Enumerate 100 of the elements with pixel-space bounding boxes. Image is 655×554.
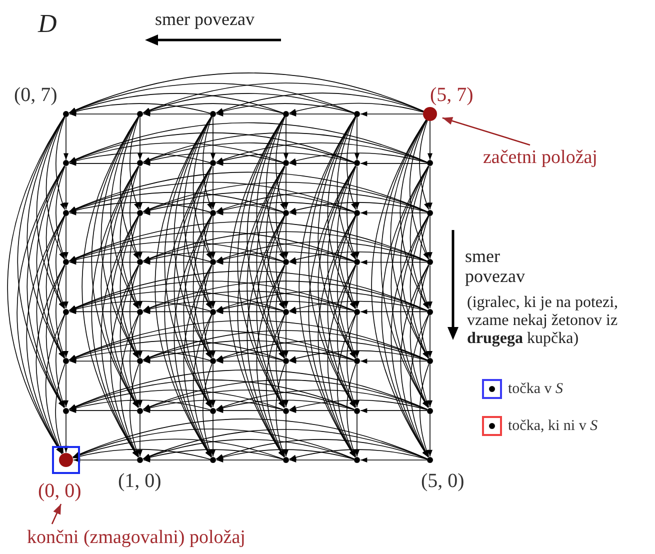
arrow <box>68 172 428 212</box>
arrow <box>210 364 216 408</box>
arrow <box>289 210 354 216</box>
arrow <box>354 264 360 309</box>
arrow <box>100 215 139 458</box>
arrow <box>346 116 356 210</box>
arrow <box>69 160 138 166</box>
arrow <box>266 314 286 458</box>
arrow <box>360 112 424 116</box>
arrow <box>55 364 66 454</box>
arrow <box>266 116 286 260</box>
arrow <box>64 314 68 358</box>
arrow <box>130 166 140 260</box>
arrow <box>56 215 66 309</box>
arrow <box>68 300 210 312</box>
arrow <box>298 116 356 458</box>
arrow <box>216 152 354 164</box>
arrow <box>216 358 284 364</box>
arrow <box>142 428 428 460</box>
arrow <box>154 116 212 458</box>
graph-vertex <box>210 408 216 414</box>
graph-vertex <box>427 457 433 463</box>
arrow <box>216 400 354 410</box>
arrow <box>420 314 430 408</box>
arrow <box>192 264 212 408</box>
arrow <box>288 102 424 114</box>
arrow <box>142 350 284 362</box>
arrow <box>276 264 286 358</box>
arrow <box>68 400 210 410</box>
arrow <box>164 116 212 408</box>
arrow <box>202 264 212 358</box>
coordinate-label: (0, 0) <box>38 479 82 504</box>
coordinate-label: (0, 7) <box>14 83 58 108</box>
graph-vertex <box>283 160 289 166</box>
arrow <box>216 340 428 360</box>
arrow <box>192 314 212 458</box>
arrow <box>390 166 429 408</box>
arrow <box>142 93 355 114</box>
arrow <box>216 458 284 462</box>
arrow <box>142 142 355 163</box>
arrow <box>142 390 355 410</box>
arrow <box>202 215 212 309</box>
arrow <box>256 215 285 408</box>
arrow <box>346 166 356 260</box>
arrow <box>120 116 140 260</box>
arrow <box>284 116 288 160</box>
arrow <box>216 142 428 163</box>
arrow <box>183 166 212 358</box>
arrow <box>142 449 284 460</box>
graph-vertex <box>63 160 69 166</box>
arrow <box>142 280 428 311</box>
graph-vertex <box>63 110 69 117</box>
arrow <box>327 116 356 310</box>
arrow <box>419 120 430 210</box>
arrow <box>69 358 138 364</box>
arrow <box>216 92 424 114</box>
arrow <box>56 166 66 260</box>
arrow <box>256 116 285 310</box>
arrow <box>68 132 355 163</box>
highlighted-vertex <box>59 453 73 467</box>
arrow <box>210 166 216 210</box>
arrow <box>73 458 138 462</box>
arrow <box>354 215 360 260</box>
arrow <box>143 260 210 265</box>
arrow <box>289 160 354 166</box>
arrow <box>68 330 355 360</box>
arrow <box>72 438 284 460</box>
arrow <box>346 314 356 408</box>
graph-title: D <box>38 8 57 40</box>
arrow <box>16 166 65 454</box>
arrow <box>308 166 356 458</box>
arrow <box>210 215 216 260</box>
arrow <box>216 251 354 262</box>
arrow <box>400 215 429 408</box>
arrow <box>216 260 284 265</box>
arrow <box>216 309 284 314</box>
note-text: (igralec, ki je na potezi, vzame nekaj žetonov iz drugega kupčka) <box>467 294 620 348</box>
arrow <box>420 166 430 260</box>
arrow <box>64 215 68 260</box>
graph-vertex <box>137 160 143 166</box>
arrow <box>142 300 284 312</box>
arrow <box>400 264 429 458</box>
callout-text: končni (zmagovalni) položaj <box>27 524 246 552</box>
graph-vertex <box>137 358 143 364</box>
arrow <box>36 215 65 408</box>
arrow <box>130 116 140 210</box>
coordinate-label: (5, 7) <box>430 83 474 108</box>
arrow <box>216 390 428 410</box>
arrow <box>138 264 142 309</box>
arrow <box>360 210 428 216</box>
arrow <box>276 166 286 260</box>
arrow <box>91 116 139 408</box>
graph-vertex <box>210 308 216 315</box>
arrow <box>143 112 210 116</box>
arrow <box>289 408 354 414</box>
arrow <box>202 364 212 458</box>
coordinate-label: (5, 0) <box>421 469 464 494</box>
arrow <box>174 166 212 408</box>
arrow <box>276 215 286 309</box>
arrow <box>142 340 355 360</box>
